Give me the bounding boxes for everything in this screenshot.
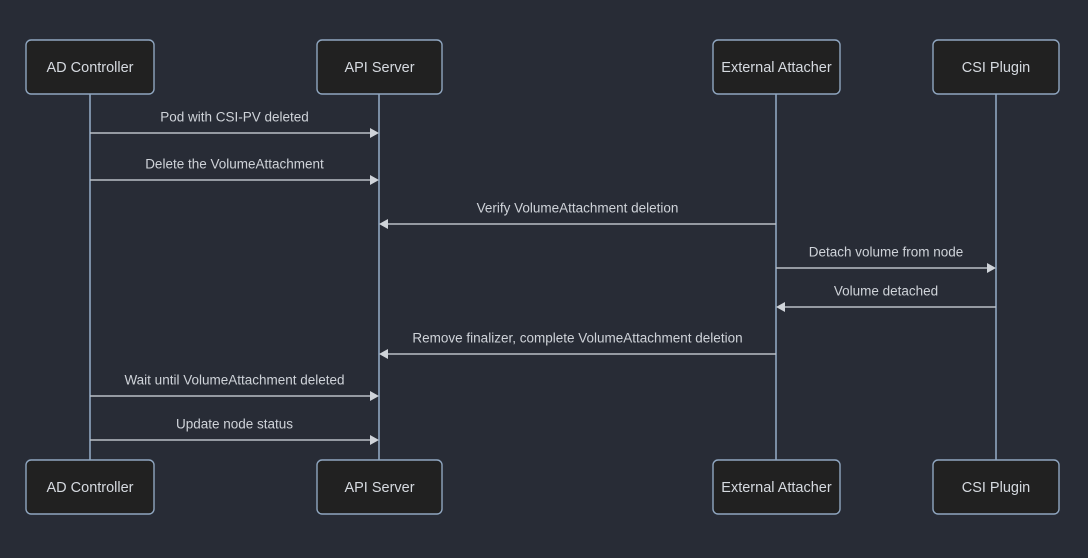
actor-box-rect <box>932 459 1060 515</box>
actor-box-csi-bottom[interactable]: CSI Plugin <box>932 459 1060 515</box>
actor-box-rect <box>712 459 841 515</box>
message-label: Wait until VolumeAttachment deleted <box>124 373 344 388</box>
message-4: Volume detached <box>776 284 996 312</box>
message-arrowhead <box>776 302 785 312</box>
message-label: Update node status <box>176 417 293 432</box>
actor-label: External Attacher <box>721 480 832 496</box>
message-arrowhead <box>370 128 379 138</box>
message-label: Volume detached <box>834 284 938 299</box>
message-arrowhead <box>987 263 996 273</box>
actor-box-csi-top[interactable]: CSI Plugin <box>932 39 1060 95</box>
actor-box-api-top[interactable]: API Server <box>316 39 443 95</box>
actor-box-rect <box>316 39 443 95</box>
message-arrowhead <box>370 175 379 185</box>
message-2: Verify VolumeAttachment deletion <box>379 201 776 229</box>
actor-box-rect <box>932 39 1060 95</box>
message-arrowhead <box>370 435 379 445</box>
message-3: Detach volume from node <box>776 245 996 273</box>
actor-box-rect <box>316 459 443 515</box>
message-label: Detach volume from node <box>809 245 964 260</box>
actor-box-rect <box>25 39 155 95</box>
lifelines-layer <box>89 94 997 460</box>
actor-box-attacher-top[interactable]: External Attacher <box>712 39 841 95</box>
actor-box-attacher-bottom[interactable]: External Attacher <box>712 459 841 515</box>
message-1: Delete the VolumeAttachment <box>90 157 379 185</box>
message-arrowhead <box>379 349 388 359</box>
message-label: Verify VolumeAttachment deletion <box>477 201 679 216</box>
message-0: Pod with CSI-PV deleted <box>90 110 379 138</box>
message-label: Remove finalizer, complete VolumeAttachm… <box>412 331 742 346</box>
actor-box-rect <box>25 459 155 515</box>
actor-label: AD Controller <box>46 480 133 496</box>
message-label: Pod with CSI-PV deleted <box>160 110 309 125</box>
message-7: Update node status <box>90 417 379 445</box>
actor-label: API Server <box>344 480 414 496</box>
message-arrowhead <box>370 391 379 401</box>
message-6: Wait until VolumeAttachment deleted <box>90 373 379 401</box>
actor-box-rect <box>712 39 841 95</box>
actor-box-ad-bottom[interactable]: AD Controller <box>25 459 155 515</box>
message-5: Remove finalizer, complete VolumeAttachm… <box>379 331 776 359</box>
actor-label: External Attacher <box>721 60 832 76</box>
message-label: Delete the VolumeAttachment <box>145 157 324 172</box>
actor-label: AD Controller <box>46 60 133 76</box>
message-arrowhead <box>379 219 388 229</box>
actor-box-api-bottom[interactable]: API Server <box>316 459 443 515</box>
actor-box-ad-top[interactable]: AD Controller <box>25 39 155 95</box>
actor-label: CSI Plugin <box>962 60 1031 76</box>
actor-label: API Server <box>344 60 414 76</box>
actor-label: CSI Plugin <box>962 480 1031 496</box>
